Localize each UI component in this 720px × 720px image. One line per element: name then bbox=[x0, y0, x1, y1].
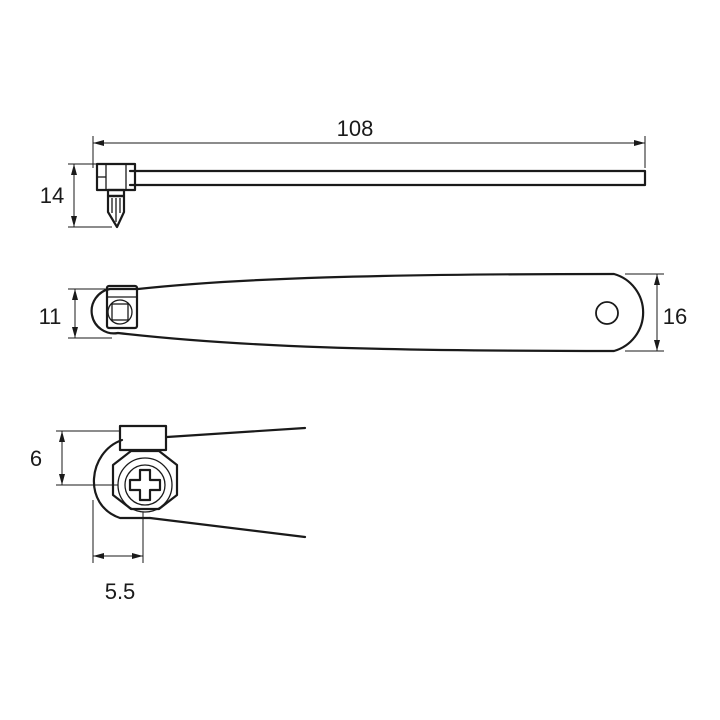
dimension-label-overall-length: 108 bbox=[337, 116, 374, 141]
side-view bbox=[95, 162, 647, 229]
dimension-tip-width: 5.5 bbox=[92, 500, 144, 604]
dimension-label-total-height: 14 bbox=[40, 183, 64, 208]
top-view-handle bbox=[90, 272, 645, 353]
detail-view-hex-nut bbox=[111, 449, 179, 511]
detail-view-phillips-cross bbox=[128, 468, 162, 502]
side-view-bar bbox=[128, 169, 647, 187]
top-view-end-hole bbox=[595, 301, 619, 325]
dimension-label-tip-width: 5.5 bbox=[105, 579, 136, 604]
top-view-clamp bbox=[105, 284, 139, 330]
side-view-bit-tip bbox=[106, 194, 126, 229]
dimension-total-height: 14 bbox=[40, 163, 112, 228]
detail-view-head-outline bbox=[92, 438, 152, 520]
dimension-label-head-width: 11 bbox=[39, 304, 62, 329]
detail-view-clamp bbox=[118, 424, 168, 452]
top-view bbox=[90, 272, 645, 353]
dimension-head-width: 11 bbox=[39, 288, 112, 339]
dimension-end-width: 16 bbox=[625, 273, 687, 352]
detail-view bbox=[92, 424, 307, 539]
dimension-label-tip-offset: 6 bbox=[30, 446, 42, 471]
dimension-label-end-width: 16 bbox=[663, 304, 687, 329]
dimension-tip-offset: 6 bbox=[30, 430, 120, 486]
dimension-overall-length: 108 bbox=[92, 116, 646, 168]
